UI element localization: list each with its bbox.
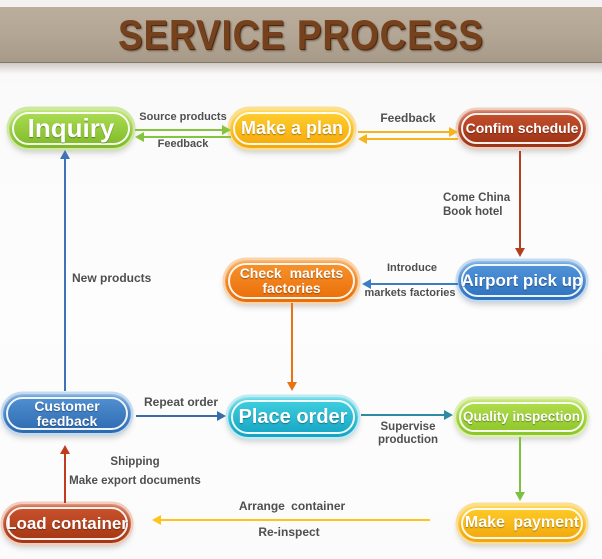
node-make-a-plan: Make a plan xyxy=(230,109,354,148)
node-check-markets-factories: Check markets factories xyxy=(225,260,358,302)
label-shipping: Shipping xyxy=(110,456,160,468)
arrow-plan-to-schedule xyxy=(358,127,458,137)
header-band: SERVICE PROCESS xyxy=(0,7,602,74)
node-load-container: Load container xyxy=(3,504,131,543)
arrow-customer-feedback-to-inquiry xyxy=(59,150,71,391)
label-new-products: New products xyxy=(72,271,152,285)
label-re-inspect: Re-inspect xyxy=(258,525,320,539)
node-place-order: Place order xyxy=(228,397,358,437)
arrow-quality-to-payment xyxy=(514,437,526,501)
arrow-feedback-to-inquiry xyxy=(135,132,231,142)
node-customer-feedback: Customer feedback xyxy=(3,394,131,433)
node-check-markets-factories-label: Check markets factories xyxy=(239,265,344,296)
node-confim-schedule-label: Confim schedule xyxy=(465,120,579,137)
arrow-payment-to-load-container xyxy=(152,515,430,525)
node-make-a-plan-label: Make a plan xyxy=(240,118,344,139)
arrow-check-markets-to-place-order xyxy=(286,303,298,391)
node-load-container-label: Load container xyxy=(6,513,128,533)
node-place-order-label: Place order xyxy=(238,405,348,428)
node-make-payment-label: Make payment xyxy=(464,514,580,532)
node-inquiry: Inquiry xyxy=(9,109,133,148)
node-make-payment: Make payment xyxy=(458,505,586,542)
node-quality-inspection-label: Quality inspection xyxy=(462,408,581,424)
arrow-supervise-production xyxy=(361,410,453,420)
label-feedback-yellow: Feedback xyxy=(380,111,436,125)
arrow-repeat-order xyxy=(136,411,226,421)
arrow-airport-to-check-markets xyxy=(362,279,458,289)
node-inquiry-label: Inquiry xyxy=(27,112,115,143)
label-make-export-documents: Make export documents xyxy=(69,475,201,487)
label-repeat-order: Repeat order xyxy=(143,395,219,409)
node-airport-pick-up: Airport pick up xyxy=(458,261,586,300)
node-confim-schedule: Confim schedule xyxy=(458,110,586,147)
arrow-source-products xyxy=(135,125,231,135)
label-introduce: Introduce xyxy=(386,262,438,274)
label-markets-factories: markets factories xyxy=(364,287,456,299)
node-customer-feedback-label: Customer feedback xyxy=(34,397,100,429)
node-quality-inspection: Quality inspection xyxy=(456,399,587,435)
arrow-load-container-to-customer-feedback xyxy=(59,445,71,503)
node-airport-pick-up-label: Airport pick up xyxy=(461,270,583,290)
arrow-schedule-to-airport xyxy=(514,151,526,257)
label-come-china-book-hotel: Come China Book hotel xyxy=(443,192,511,218)
label-feedback-green: Feedback xyxy=(157,138,209,150)
arrow-feedback-to-plan xyxy=(358,134,458,144)
label-supervise-production: Supervise production xyxy=(377,421,439,446)
label-source-products: Source products xyxy=(139,111,227,123)
label-arrange-container: Arrange container xyxy=(238,499,346,513)
page-title: SERVICE PROCESS xyxy=(118,10,484,58)
